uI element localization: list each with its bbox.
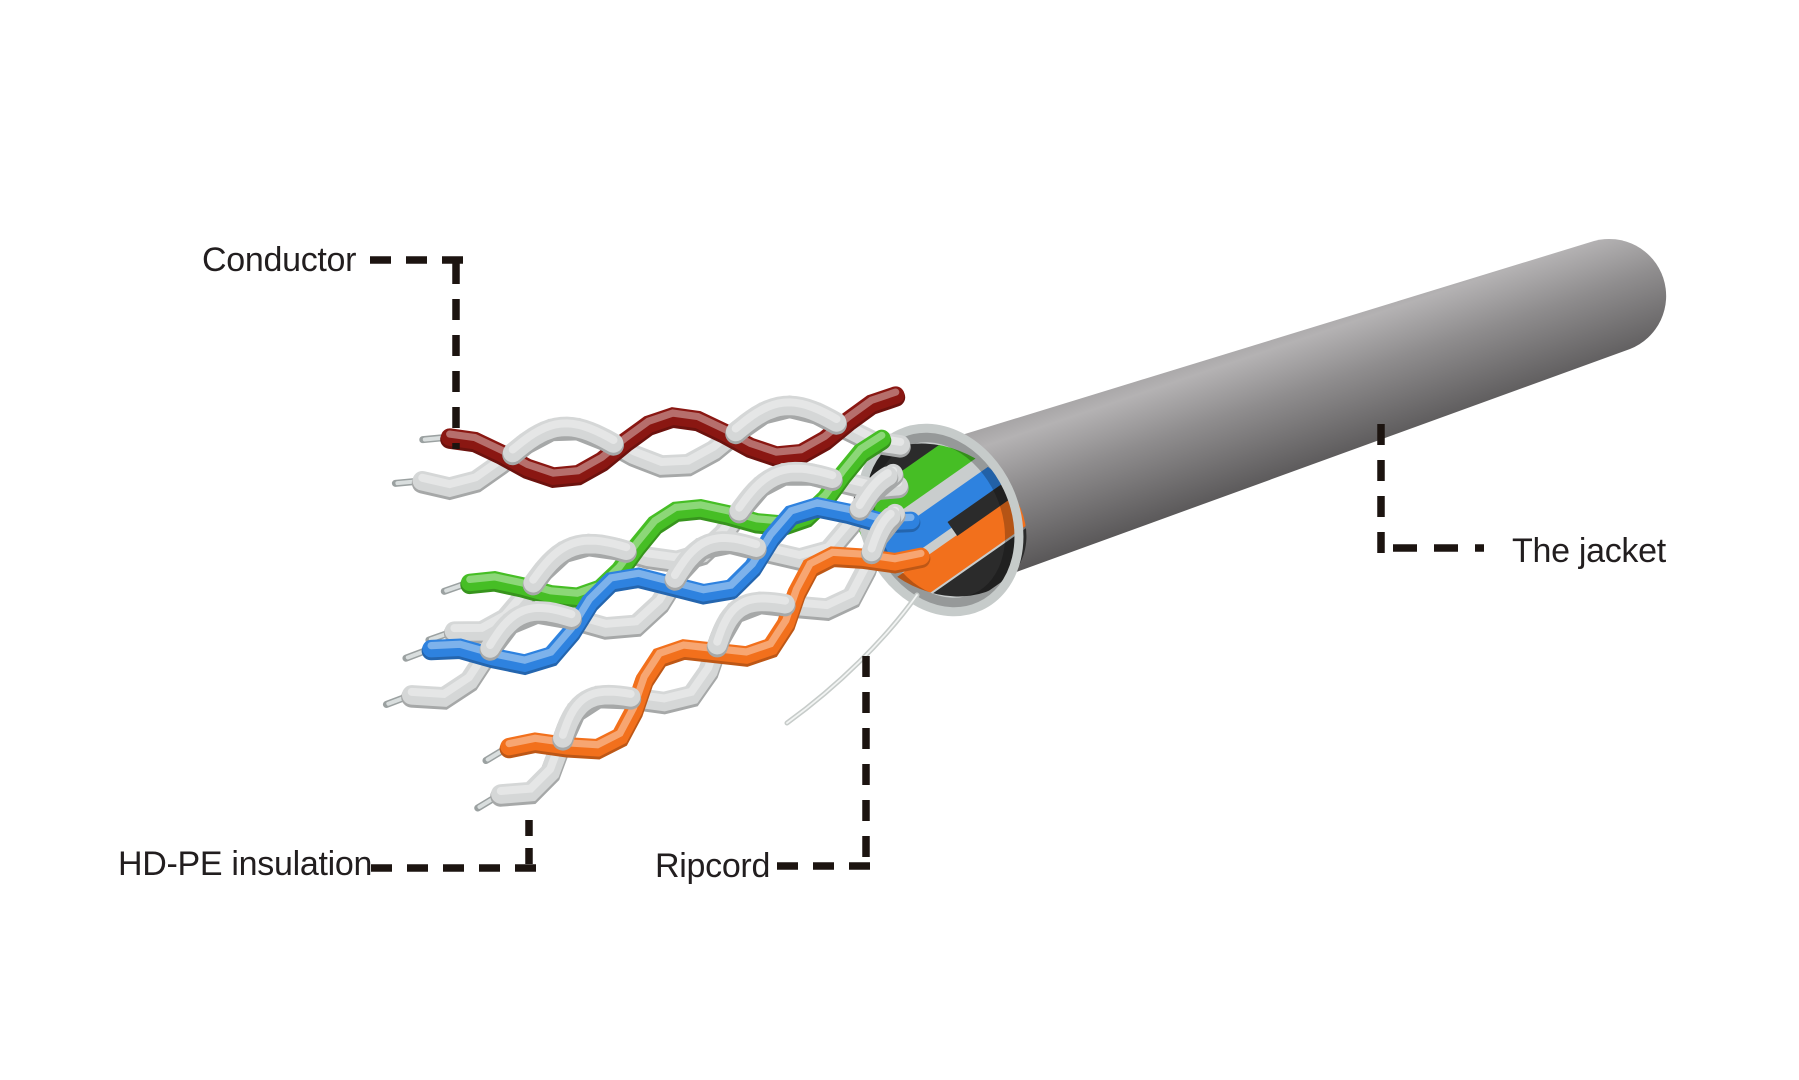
label-hdpe-insulation: HD-PE insulation bbox=[118, 845, 373, 883]
label-ripcord: Ripcord bbox=[655, 847, 771, 885]
label-the-jacket: The jacket bbox=[1512, 532, 1666, 570]
label-conductor: Conductor bbox=[202, 241, 357, 279]
ripcord-string-highlight bbox=[786, 594, 918, 724]
jacket-body bbox=[916, 238, 1667, 591]
twisted-pair-brown bbox=[391, 386, 911, 501]
twisted-pair-blue bbox=[382, 463, 921, 710]
twisted-pair-orange bbox=[474, 503, 931, 812]
